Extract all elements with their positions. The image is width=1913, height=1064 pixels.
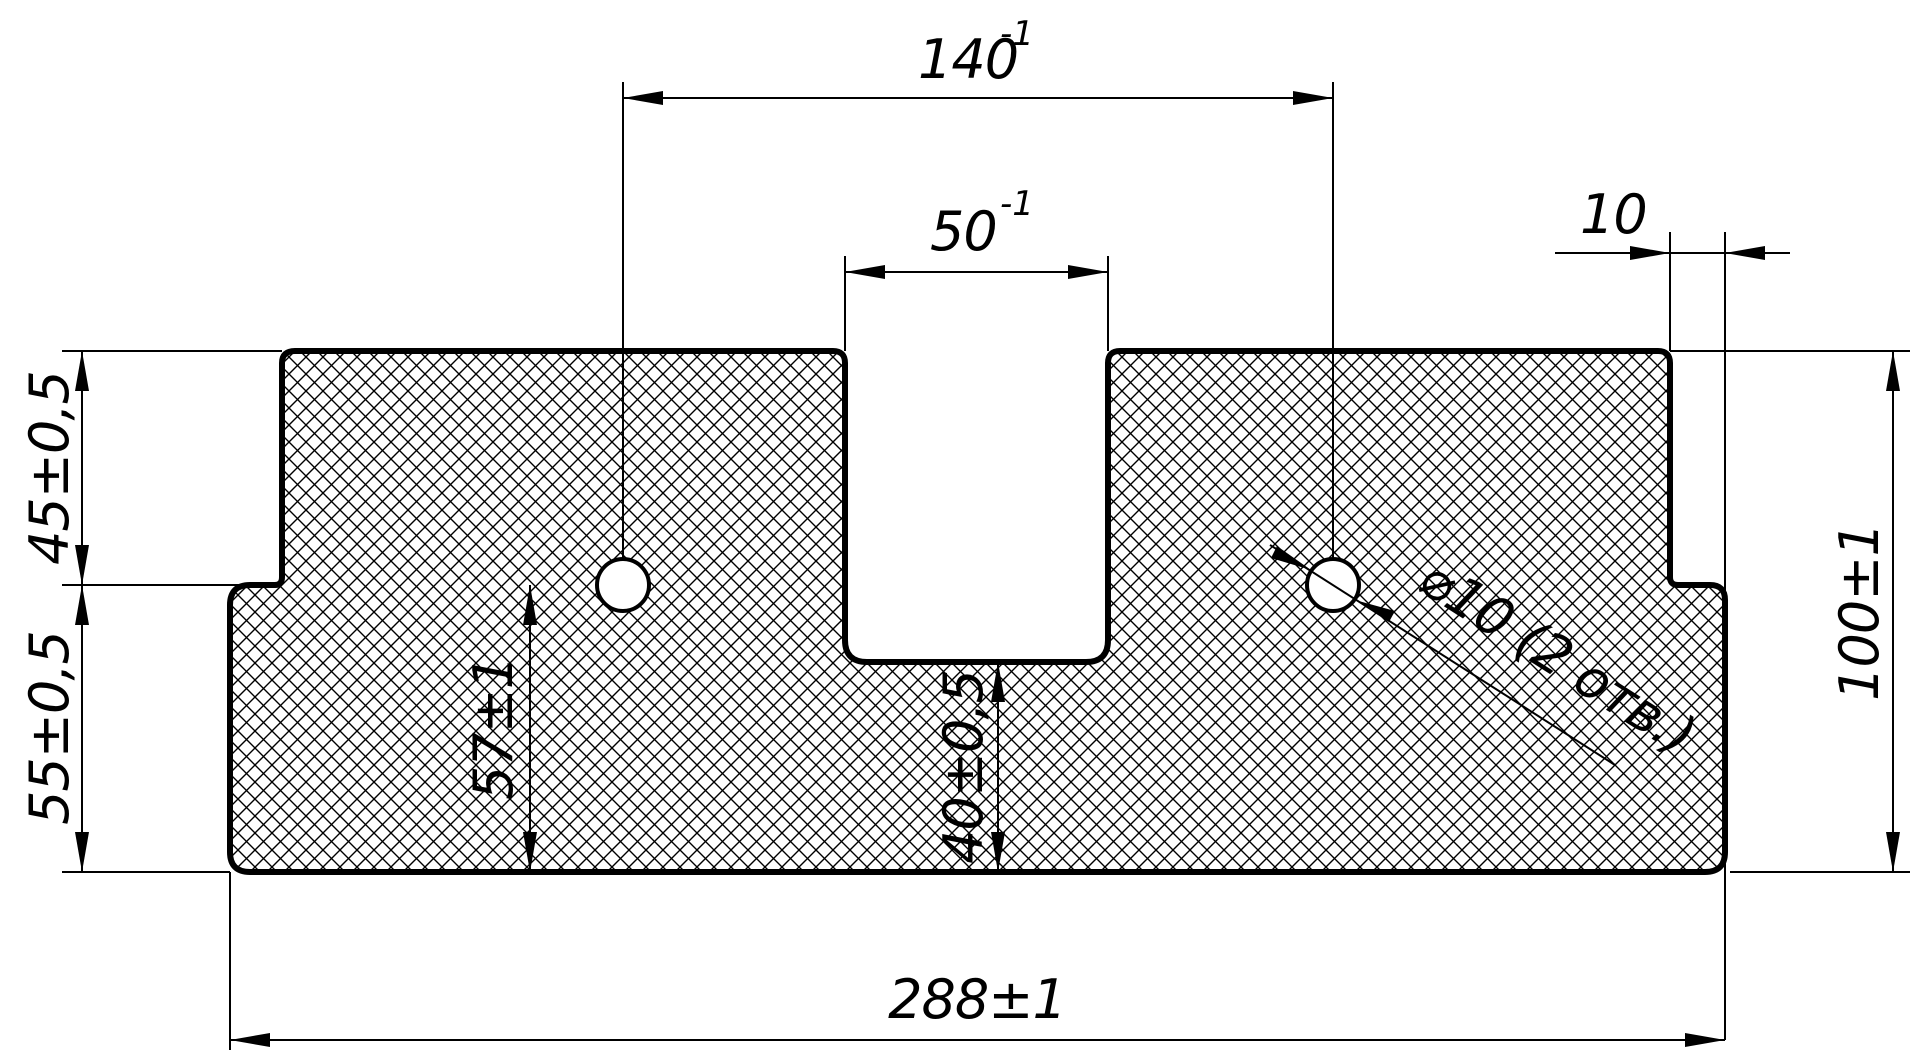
dim-hole-height: 57±1 [462,585,537,872]
dim-bottom-height: 55±0,5 [18,585,89,872]
svg-text:50: 50 [930,200,997,263]
svg-text:288±1: 288±1 [888,968,1066,1031]
dim-slot-width: 50 -1 [845,184,1108,279]
hole-left [595,557,651,613]
svg-text:45±0,5: 45±0,5 [18,371,81,565]
dim-slot-floor-height: 40±0,5 [932,662,1005,872]
svg-text:-1: -1 [1000,184,1034,224]
svg-text:40±0,5: 40±0,5 [932,670,995,864]
dim-top-height: 45±0,5 [18,351,89,585]
part-section [227,348,1728,875]
svg-text:140: 140 [918,28,1018,91]
dim-total-height: 100±1 [1828,351,1900,872]
dim-total-width: 288±1 [230,968,1725,1047]
svg-text:10: 10 [1580,183,1647,246]
svg-text:100±1: 100±1 [1828,523,1891,701]
dim-hole-spacing: 140 -1 [623,14,1333,105]
svg-text:-1: -1 [1000,14,1034,54]
dim-step-offset: 10 [1555,183,1790,260]
svg-text:57±1: 57±1 [462,656,525,800]
svg-text:55±0,5: 55±0,5 [18,631,81,825]
